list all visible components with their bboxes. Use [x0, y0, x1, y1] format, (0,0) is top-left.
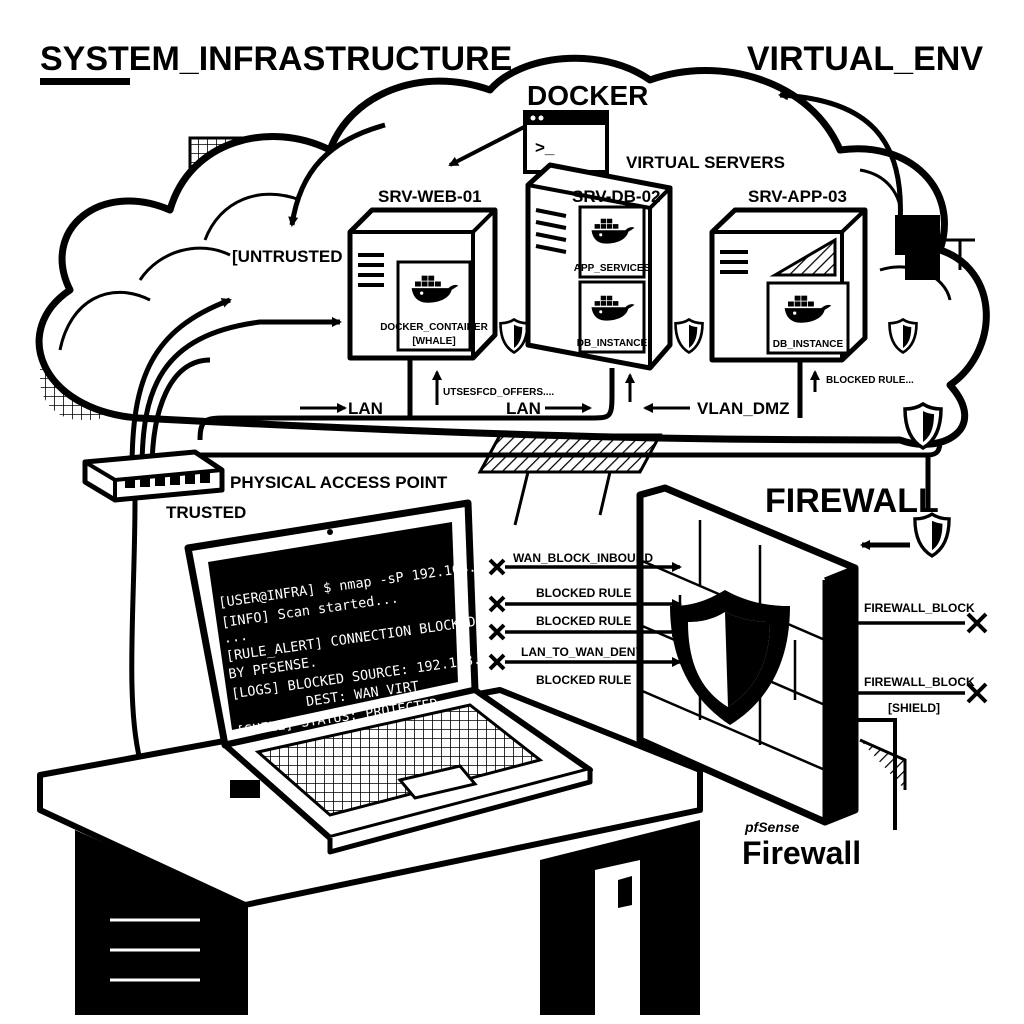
rule-label: BLOCKED RULE [536, 586, 631, 600]
server-app-03-db-instance: DB_INSTANCE [773, 339, 844, 350]
keyboard[interactable] [254, 703, 544, 817]
docker-prompt-glyph: >_ [535, 138, 555, 157]
vlan-label: VLAN_DMZ [697, 399, 790, 418]
firewall-title: FIREWALL [765, 482, 939, 520]
header-right-title: VIRTUAL_ENV [747, 40, 983, 78]
touchpad[interactable] [397, 764, 478, 800]
terminal-screen[interactable] [208, 522, 458, 730]
rule-label: FIREWALL_BLOCK [864, 675, 975, 689]
server-db-02[interactable] [525, 162, 673, 371]
server-web-01-container-tag: [WHALE] [412, 336, 455, 347]
access-point-label: PHYSICAL ACCESS POINT [230, 473, 448, 492]
firewall-right-rules: FIREWALL_BLOCK FIREWALL_BLOCK [SHIELD] [838, 601, 988, 715]
shield-tag: [SHIELD] [888, 701, 940, 715]
header-left-title: SYSTEM_INFRASTRUCTURE [40, 40, 512, 78]
server-app-03-name: SRV-APP-03 [748, 187, 847, 206]
rule-label: LAN_TO_WAN_DENY [521, 645, 643, 659]
server-web-01[interactable] [347, 207, 498, 361]
cloud-contour [58, 290, 151, 351]
network-switch[interactable] [82, 449, 225, 503]
untrusted-label: [UNTRUSTED [232, 247, 343, 266]
firewall-left-rules: WAN_BLOCK_INBOUND BLOCKED RULE BLOCKED R… [488, 551, 682, 687]
rule-label: FIREWALL_BLOCK [864, 601, 975, 615]
network-bridge [477, 433, 663, 526]
uplink-cables [129, 297, 342, 471]
blocked-rule-note: BLOCKED RULE... [826, 375, 914, 386]
pfsense-brand-large: Firewall [742, 835, 861, 871]
offers-note: UTSESFCD_OFFERS.... [443, 387, 554, 398]
terminal-line: ... [222, 628, 248, 647]
firewall-shadow [859, 738, 907, 790]
rule-label: BLOCKED RULE [536, 614, 631, 628]
lan-left-label: LAN [348, 399, 383, 418]
lan-mid-label: LAN [506, 399, 541, 418]
server-app-03[interactable] [709, 207, 868, 363]
cloud-edge-block [895, 215, 975, 280]
server-db-02-app-services: APP_SERVICES [574, 263, 651, 274]
virtual-servers-label: VIRTUAL SERVERS [626, 153, 785, 172]
cloud-inbound-arrow [288, 122, 386, 227]
rule-label: BLOCKED RULE [536, 673, 631, 687]
server-web-01-container-label: DOCKER_CONTAINER [380, 322, 488, 333]
laptop[interactable] [184, 499, 593, 855]
cloud-contour [203, 192, 301, 241]
rule-label: WAN_BLOCK_INBOUND [513, 551, 653, 565]
server-web-01-name: SRV-WEB-01 [378, 187, 482, 206]
firewall-base-line [855, 718, 897, 830]
cloud-contour [138, 246, 231, 281]
trusted-label: TRUSTED [166, 503, 246, 522]
docker-to-web-arrow [448, 123, 529, 167]
cloud-return-arrow [778, 90, 903, 226]
header-left-underline [40, 78, 130, 85]
shield-icon [913, 512, 951, 558]
docker-label: DOCKER [527, 80, 648, 111]
server-db-02-db-instance: DB_INSTANCE [577, 338, 648, 349]
server-db-02-name: SRV-DB-02 [572, 187, 661, 206]
pfsense-brand-small: pfSense [744, 819, 800, 835]
